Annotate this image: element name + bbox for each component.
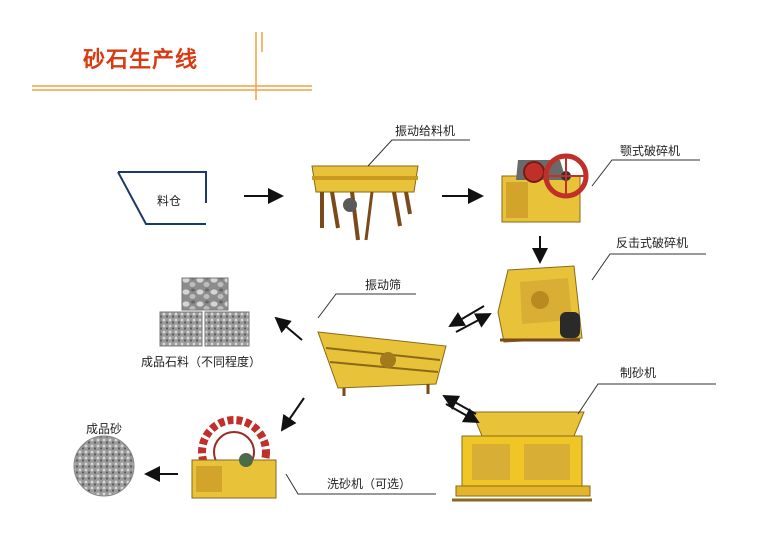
impact-callout-line — [591, 253, 706, 281]
arrow-sandmaker-to-screen — [442, 395, 477, 415]
jaw-callout-line — [591, 159, 700, 187]
vibrating-feeder — [311, 165, 419, 241]
arrow-screen-to-washer — [280, 397, 305, 432]
screen-callout-line — [317, 293, 416, 319]
sand-label: 成品砂 — [86, 422, 123, 436]
finished-stone-piles — [159, 277, 250, 347]
washer-label: 洗砂机（可选） — [327, 477, 412, 491]
arrow-impact-to-screen — [448, 305, 485, 328]
feeder-label: 振动给料机 — [395, 124, 456, 138]
arrow-screen-to-impact — [455, 313, 492, 333]
jaw-crusher-label: 颚式破碎机 — [620, 144, 681, 158]
feeder-callout-line — [367, 139, 470, 167]
flow-arrows — [144, 188, 548, 482]
bin-hopper — [117, 171, 207, 225]
washer-callout-line — [285, 473, 436, 495]
sand-washer — [191, 416, 277, 499]
sandmaker-label: 制砂机 — [620, 366, 657, 380]
arrow-screen-to-stone — [274, 316, 303, 341]
sandmaker-callout-line — [577, 383, 716, 415]
header-decoration — [32, 32, 312, 100]
finished-sand-pile — [73, 435, 135, 497]
page-title: 砂石生产线 — [83, 48, 199, 73]
callout-lines — [285, 139, 716, 495]
screen-label: 振动筛 — [365, 278, 402, 292]
jaw-crusher — [501, 153, 589, 223]
bin-label: 料仓 — [157, 194, 182, 208]
vibrating-screen — [317, 331, 447, 396]
sand-maker — [452, 411, 592, 502]
stone-label: 成品石料（不同程度） — [141, 355, 262, 369]
impact-crusher — [497, 265, 583, 343]
impact-crusher-label: 反击式破碎机 — [616, 236, 689, 250]
